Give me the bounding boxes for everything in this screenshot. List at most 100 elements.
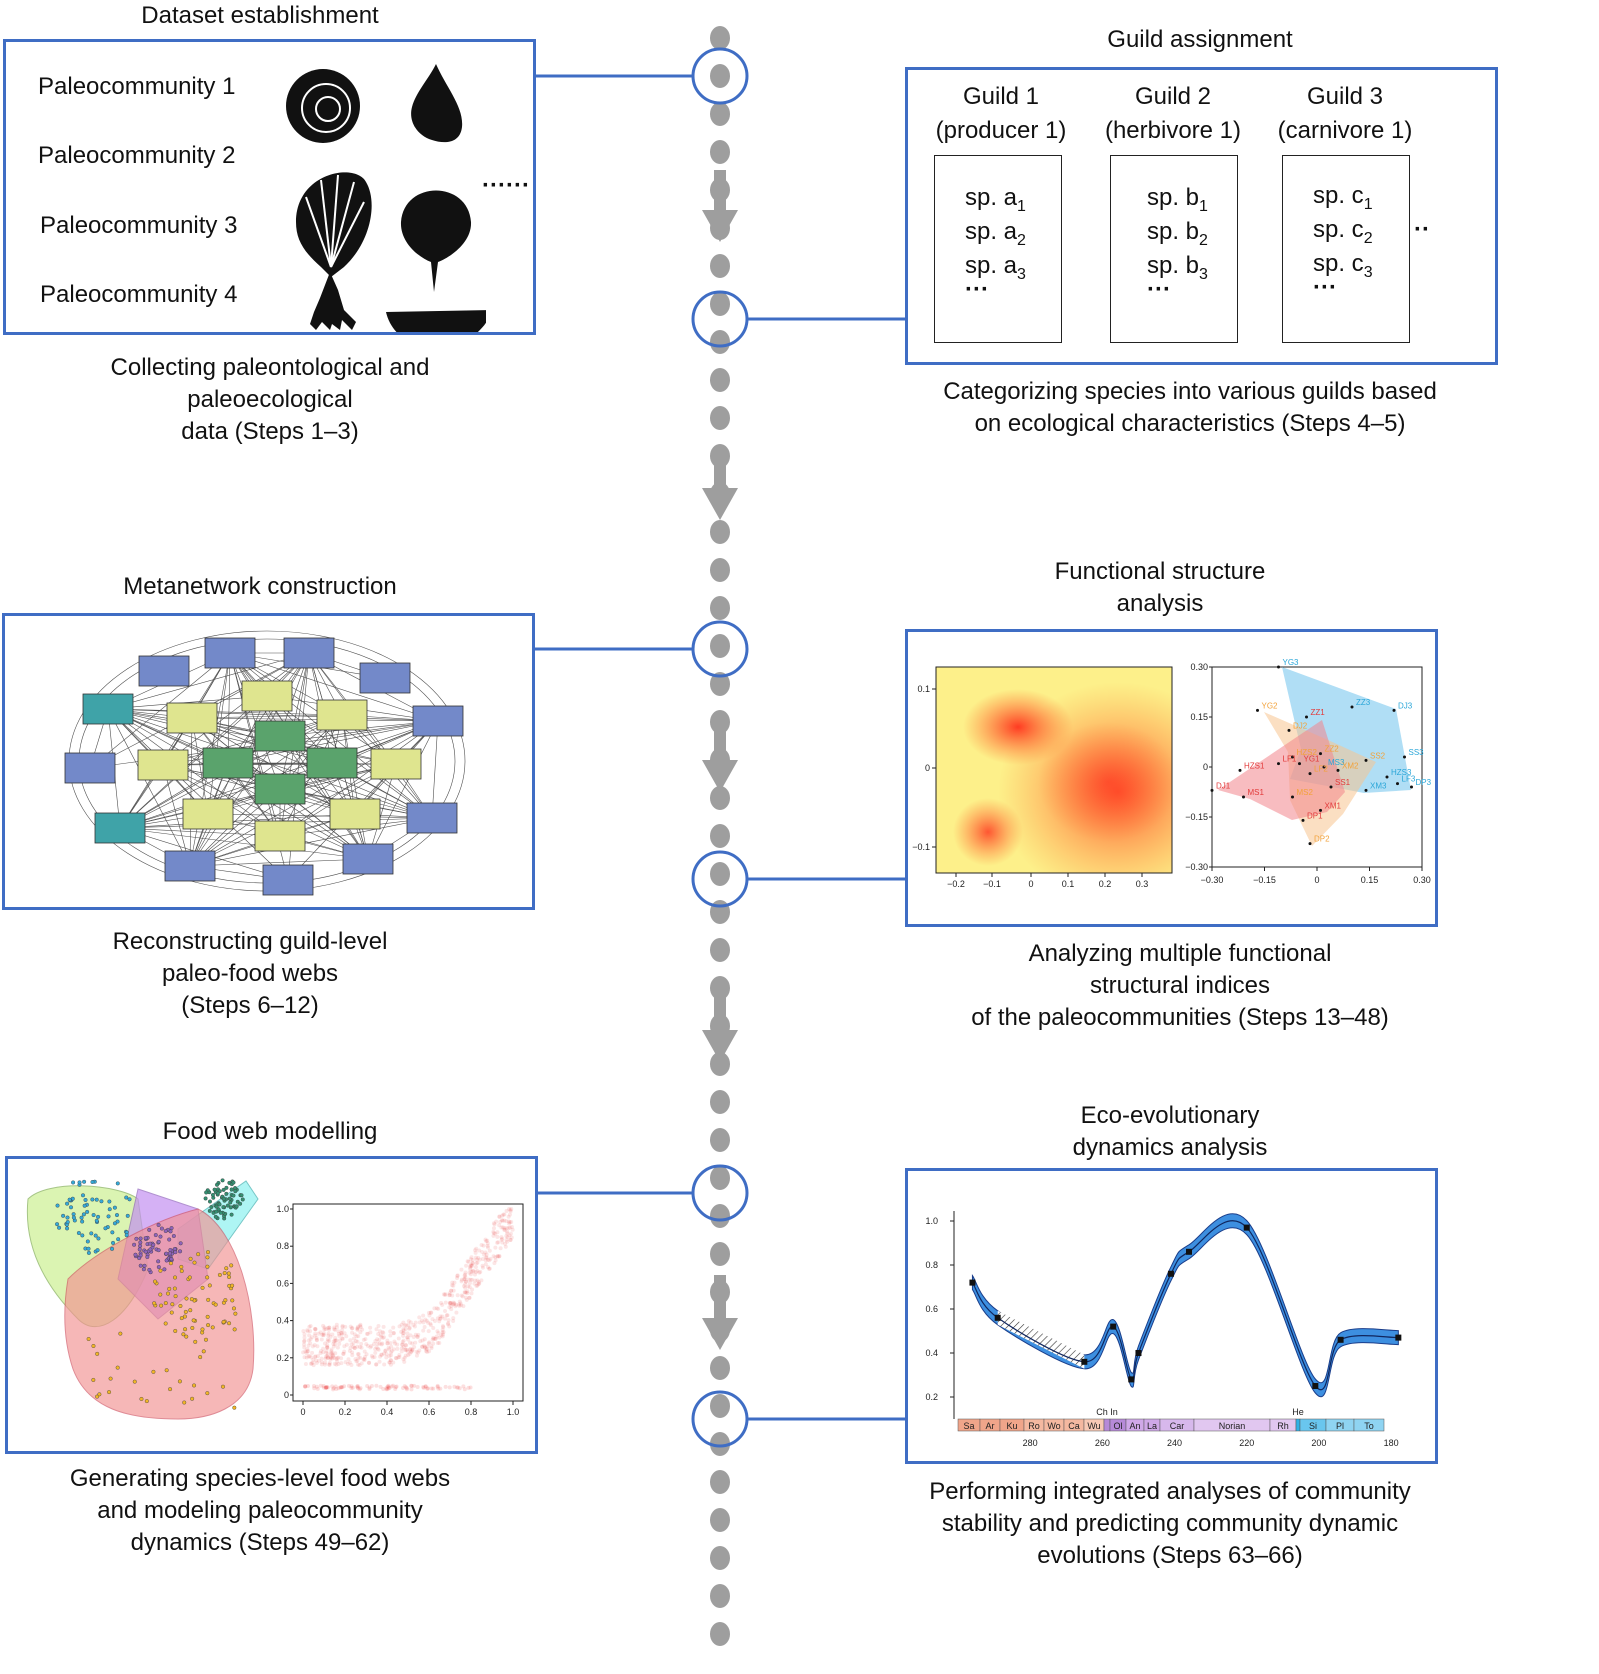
point-label: HZS1 (1244, 761, 1265, 770)
simulation-point (468, 1267, 473, 1272)
simulation-point (485, 1257, 490, 1262)
simulation-point (352, 1346, 357, 1351)
species-node (86, 1246, 91, 1251)
simulation-point (491, 1221, 496, 1226)
species-node (207, 1283, 212, 1288)
simulation-point (407, 1325, 412, 1330)
simulation-point (426, 1386, 431, 1391)
simulation-point (493, 1255, 498, 1260)
simulation-point (325, 1354, 330, 1359)
simulation-point (505, 1239, 510, 1244)
guild-node (342, 843, 394, 875)
simulation-point (325, 1352, 330, 1357)
species-node (89, 1231, 94, 1236)
simulation-point (491, 1231, 496, 1236)
simulation-point (505, 1229, 510, 1234)
simulation-point (355, 1385, 360, 1390)
simulation-point (462, 1277, 467, 1282)
guild-node (241, 680, 293, 712)
species-node (95, 1351, 100, 1356)
simulation-point (401, 1327, 406, 1332)
simulation-point (433, 1336, 438, 1341)
simulation-point (323, 1327, 328, 1332)
simulation-point (464, 1297, 469, 1302)
simulation-point (410, 1348, 415, 1353)
simulation-point (358, 1330, 363, 1335)
simulation-point (466, 1259, 471, 1264)
food-web-link (119, 695, 268, 829)
simulation-point (440, 1302, 445, 1307)
point-label: SS2 (1370, 751, 1386, 760)
simulation-point (362, 1358, 367, 1363)
simulation-point (421, 1328, 426, 1333)
simulation-point (385, 1387, 390, 1392)
food-web-link (107, 708, 343, 716)
caption-line: Performing integrated analyses of commun… (929, 1478, 1411, 1505)
species-node (147, 1267, 152, 1272)
simulation-point (475, 1268, 480, 1273)
species-node (229, 1187, 234, 1192)
food-web-link (189, 717, 193, 867)
simulation-point (313, 1327, 318, 1332)
simulation-point (355, 1384, 360, 1389)
simulation-point (354, 1359, 359, 1364)
species-node (177, 1379, 182, 1384)
species-node (148, 1247, 153, 1252)
species-node (231, 1193, 236, 1198)
simulation-point (353, 1357, 358, 1362)
crinoid-icon (310, 272, 356, 330)
simulation-point (316, 1331, 321, 1336)
title-line: dynamics analysis (1072, 1134, 1268, 1161)
simulation-point (340, 1336, 345, 1341)
caption-line: structural indices (1089, 972, 1271, 999)
guild-species-box: sp. a1 sp. a2 sp. a3 ··· (934, 155, 1062, 343)
simulation-point (306, 1338, 311, 1343)
point-label: HZS2 (1297, 748, 1318, 757)
simulation-point (356, 1334, 361, 1339)
guild-node (254, 820, 306, 852)
species-node (86, 1336, 91, 1341)
simulation-point (423, 1384, 428, 1389)
simulation-point (306, 1349, 311, 1354)
species-node (112, 1205, 117, 1210)
simulation-point (473, 1270, 478, 1275)
data-point (1392, 708, 1396, 712)
food-web-link (367, 720, 439, 860)
x-tick-label: 0.1 (1062, 879, 1075, 889)
caption-line: Collecting paleontological and (110, 354, 430, 381)
group-hull-red-icon (1218, 720, 1345, 820)
x-tick-label: 200 (1311, 1438, 1326, 1448)
simulation-point (389, 1358, 394, 1363)
simulation-point (509, 1235, 514, 1240)
species-node (188, 1308, 193, 1313)
data-marker (1395, 1334, 1402, 1341)
simulation-point (301, 1329, 306, 1334)
simulation-point (355, 1344, 360, 1349)
simulation-point (314, 1360, 319, 1365)
simulation-point (477, 1248, 482, 1253)
simulation-point (308, 1329, 313, 1334)
simulation-point (497, 1223, 502, 1228)
simulation-point (455, 1273, 460, 1278)
simulation-point (359, 1345, 364, 1350)
simulation-point (473, 1250, 478, 1255)
guild-node (262, 864, 314, 896)
simulation-point (379, 1352, 384, 1357)
simulation-point (329, 1352, 334, 1357)
simulation-point (480, 1265, 485, 1270)
simulation-point (303, 1384, 308, 1389)
guild-node (359, 662, 411, 694)
simulation-point (460, 1294, 465, 1299)
simulation-point (439, 1333, 444, 1338)
simulation-point (500, 1218, 505, 1223)
simulation-point (305, 1329, 310, 1334)
simulation-point (346, 1357, 351, 1362)
species-node (220, 1178, 225, 1183)
species-node (61, 1213, 66, 1218)
species-node (231, 1306, 236, 1311)
simulation-point (336, 1386, 341, 1391)
simulation-point (502, 1218, 507, 1223)
simulation-point (399, 1349, 404, 1354)
simulation-point (324, 1345, 329, 1350)
